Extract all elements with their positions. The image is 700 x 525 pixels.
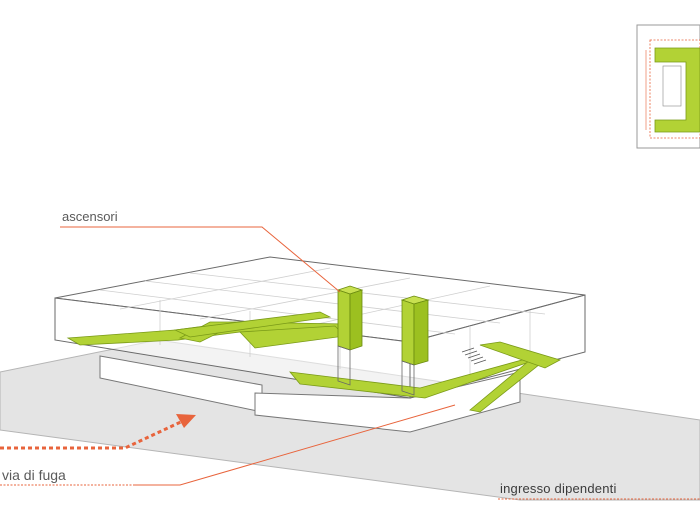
elevator-shaft-1 [336,285,364,386]
escape-route-path [66,311,562,413]
key-plan-thumbnail [636,24,700,149]
building-volume [54,256,586,399]
entrance-arrow [0,414,196,450]
label-ingresso-dipendenti: ingresso dipendenti [500,481,617,496]
label-ascensori: ascensori [62,209,118,224]
elevator-shaft-2 [400,295,430,396]
label-via-di-fuga: via di fuga [2,467,66,483]
callout-leaders [0,226,700,500]
stair-hatch [461,347,487,365]
